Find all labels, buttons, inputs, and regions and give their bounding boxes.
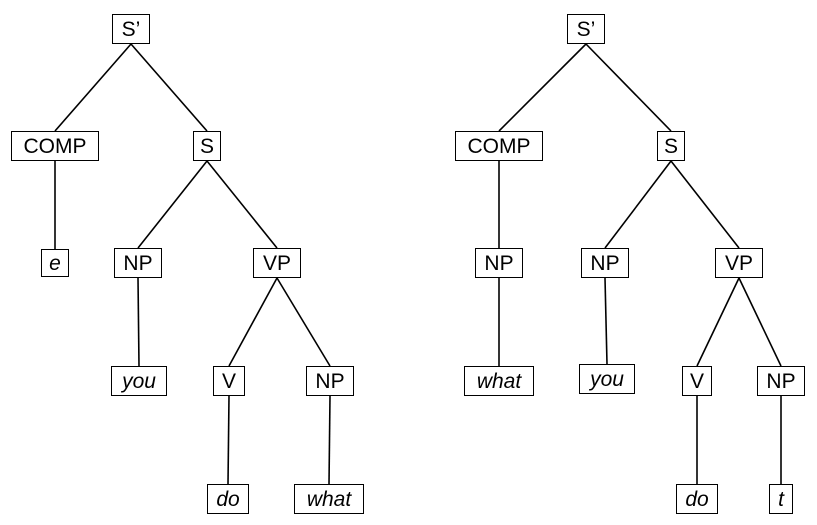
- tree-edge-r-vp-to-r-np-obj: [738, 277, 782, 367]
- category-node-r-v: V: [682, 366, 712, 396]
- tree-edge-r-sbar-to-r-s: [585, 43, 672, 132]
- tree-edge-l-s-to-l-vp: [206, 160, 278, 249]
- tree-edge-l-v-to-l-do: [227, 395, 230, 485]
- tree-edge-r-s-to-r-np-subj: [604, 160, 672, 249]
- category-node-l-v: V: [213, 366, 245, 396]
- category-node-l-sbar: S’: [112, 14, 150, 44]
- tree-edge-r-sbar-to-r-comp: [498, 43, 587, 132]
- tree-edge-l-vp-to-l-v: [228, 277, 278, 367]
- category-node-l-comp: COMP: [11, 131, 99, 161]
- word-node-r-do: do: [676, 484, 718, 514]
- tree-edge-l-np-subj-to-l-you: [137, 277, 140, 367]
- tree-edge-l-vp-to-l-np-obj: [276, 277, 331, 367]
- tree-edge-r-s-to-r-vp: [670, 160, 740, 249]
- category-node-l-np-subj: NP: [114, 248, 162, 278]
- category-node-l-np-obj: NP: [306, 366, 354, 396]
- category-node-r-np-comp: NP: [475, 248, 523, 278]
- category-node-r-np-subj: NP: [581, 248, 629, 278]
- word-node-r-what: what: [464, 366, 534, 396]
- category-node-l-s: S: [193, 131, 221, 161]
- word-node-l-do: do: [207, 484, 249, 514]
- tree-edge-l-sbar-to-l-comp: [54, 43, 132, 132]
- word-node-r-you: you: [579, 364, 635, 394]
- tree-edge-l-s-to-l-np-subj: [137, 160, 208, 249]
- category-node-r-s: S: [657, 131, 685, 161]
- category-node-r-sbar: S’: [567, 14, 605, 44]
- tree-edge-l-np-obj-to-l-what: [328, 395, 331, 485]
- word-node-r-t: t: [769, 484, 793, 514]
- tree-edge-r-np-subj-to-r-you: [604, 277, 608, 365]
- word-node-l-you: you: [111, 366, 167, 396]
- tree-edge-r-vp-to-r-v: [696, 277, 740, 367]
- word-node-l-e: e: [41, 249, 69, 277]
- category-node-r-comp: COMP: [455, 131, 543, 161]
- word-node-l-what: what: [294, 484, 364, 514]
- tree-edge-l-sbar-to-l-s: [130, 43, 208, 132]
- category-node-r-vp: VP: [715, 248, 763, 278]
- category-node-l-vp: VP: [253, 248, 301, 278]
- category-node-r-np-obj: NP: [757, 366, 805, 396]
